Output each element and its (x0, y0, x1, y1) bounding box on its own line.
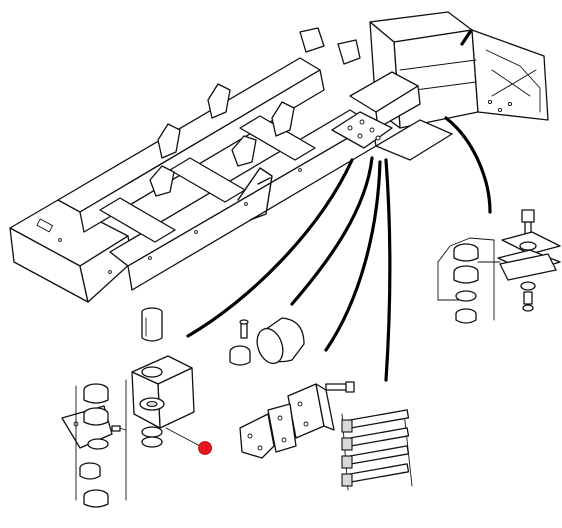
bracket-with-bolt-icon (239, 381, 355, 459)
callout-arrows (186, 30, 492, 382)
cylindrical-rubber-mount-icon (229, 317, 305, 366)
arrow-top-tower (460, 30, 472, 46)
engine-mount-assembly-icon (61, 307, 195, 508)
arrow-to-bracket (324, 160, 382, 352)
red-dot-marker (165, 427, 212, 455)
rear-mount-stack-icon (437, 209, 561, 324)
arrow-to-rubber-mount (290, 156, 374, 306)
vehicle-chassis-frame-icon (9, 11, 549, 303)
arrow-to-bolt-set (384, 158, 392, 382)
arrow-to-rear-stack (444, 116, 492, 214)
arrow-to-mount-assembly (186, 158, 354, 338)
bolt-set-icon (341, 409, 413, 491)
